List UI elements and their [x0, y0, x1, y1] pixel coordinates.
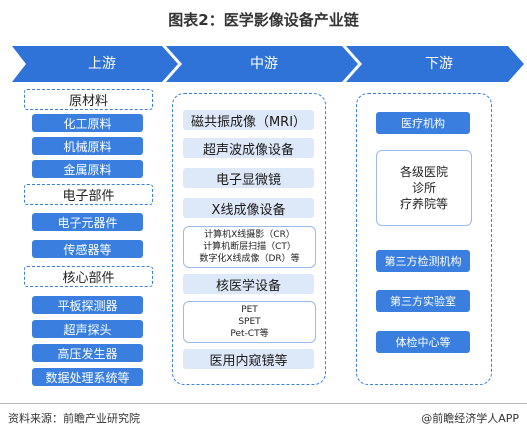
upstream-item: 金属原料 [32, 160, 143, 178]
xray-list-item: 数字化X线成像（DR）等 [199, 254, 300, 264]
downstream-item-checkup-center: 体检中心等 [376, 331, 470, 353]
midstream-item-endoscope: 医用内窥镜等 [183, 349, 314, 369]
midstream-item-mri: 磁共振成像（MRI） [183, 110, 314, 130]
upstream-item: 传感器等 [32, 240, 143, 258]
midstream-item-xray: X线成像设备 [183, 198, 314, 218]
xray-list-item: 计算机X线摄影（CR） [204, 230, 295, 240]
upstream-item: 化工原料 [32, 114, 143, 132]
nuclear-list-item: PET [241, 305, 258, 315]
upstream-header-core-parts: 核心部件 [24, 266, 153, 287]
upstream-item: 高压发生器 [32, 344, 143, 362]
hospital-list-item: 疗养院等 [399, 197, 448, 211]
footer-divider [0, 403, 527, 404]
nuclear-list-item: Pet-CT等 [230, 329, 269, 339]
footer-brand: @前瞻经济学人APP [421, 412, 519, 425]
upstream-item: 超声探头 [32, 320, 143, 338]
stage-label-midstream: 中游 [250, 56, 278, 72]
chart-title: 图表2：医学影像设备产业链 [168, 11, 359, 29]
stage-arrow-upstream [12, 46, 178, 82]
downstream-hospitals-list: 各级医院 诊所 疗养院等 [376, 150, 472, 226]
stage-banner: 上游 中游 下游 [12, 46, 524, 82]
stage-label-downstream: 下游 [425, 56, 453, 72]
downstream-item-medical-institutions: 医疗机构 [376, 112, 470, 134]
hospital-list-item: 诊所 [411, 181, 436, 195]
upstream-header-materials: 原材料 [24, 89, 153, 110]
midstream-item-microscope: 电子显微镜 [183, 168, 314, 188]
stage-arrows [12, 46, 524, 82]
upstream-header-electronic-parts: 电子部件 [24, 184, 153, 205]
midstream-item-nuclear: 核医学设备 [183, 274, 314, 294]
xray-list-item: 计算机断层扫描（CT） [203, 242, 296, 252]
stage-arrow-downstream [346, 46, 524, 82]
upstream-item: 电子元器件 [32, 213, 143, 231]
upstream-item: 数据处理系统等 [32, 368, 143, 386]
upstream-item: 机械原料 [32, 137, 143, 155]
stage-arrow-midstream [166, 46, 358, 82]
footer-source: 资料来源：前瞻产业研究院 [8, 412, 140, 425]
hospital-list-item: 各级医院 [399, 165, 448, 179]
upstream-item: 平板探测器 [32, 296, 143, 314]
downstream-item-third-party-testing: 第三方检测机构 [376, 250, 470, 272]
midstream-item-ultrasound: 超声波成像设备 [183, 138, 314, 158]
stage-label-upstream: 上游 [88, 56, 116, 72]
downstream-item-third-party-lab: 第三方实验室 [376, 290, 470, 312]
midstream-nuclear-list: PET SPET Pet-CT等 [183, 301, 316, 343]
nuclear-list-item: SPET [238, 317, 261, 327]
midstream-xray-list: 计算机X线摄影（CR） 计算机断层扫描（CT） 数字化X线成像（DR）等 [183, 226, 316, 268]
